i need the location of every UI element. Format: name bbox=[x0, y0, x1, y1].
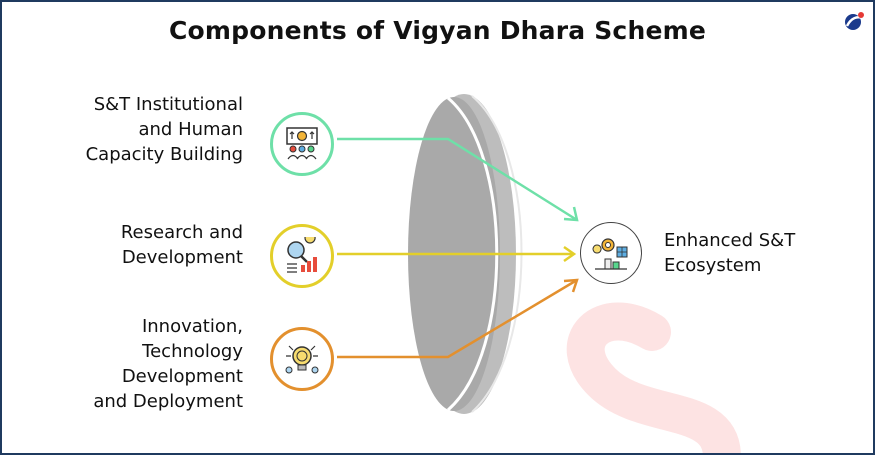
arrow-yellow bbox=[337, 245, 577, 263]
arrow-orange bbox=[337, 278, 579, 359]
innovation-bulb-icon bbox=[270, 327, 334, 391]
brand-logo-icon bbox=[845, 12, 864, 30]
outcome-label: Enhanced S&T Ecosystem bbox=[664, 230, 796, 276]
component-label-capacity: S&T Institutional and Human Capacity Bui… bbox=[85, 94, 243, 165]
ecosystem-icon bbox=[580, 222, 642, 284]
gear-people-icon bbox=[270, 112, 334, 176]
arrow-green bbox=[337, 137, 579, 222]
component-label-innovation: Innovation, Technology Development and D… bbox=[93, 316, 243, 412]
component-label-research: Research and Development bbox=[120, 222, 243, 268]
page-title: Components of Vigyan Dhara Scheme bbox=[168, 16, 707, 45]
research-chart-icon bbox=[270, 224, 334, 288]
